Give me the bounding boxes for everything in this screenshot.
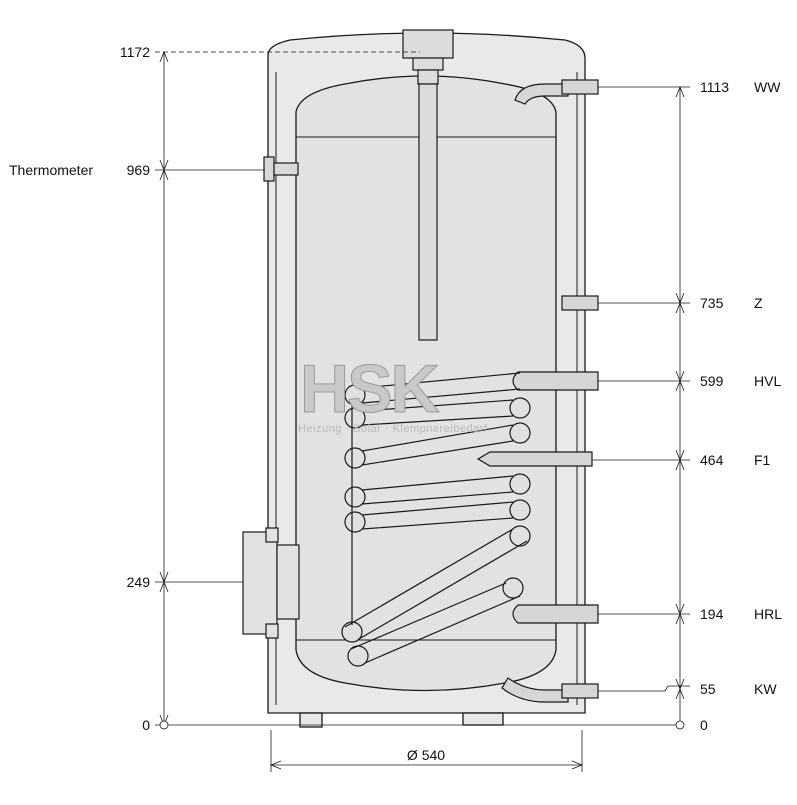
anode	[402, 29, 454, 341]
thermometer-label: Thermometer	[9, 162, 93, 178]
center-foot	[462, 712, 504, 726]
connection-hrl: HRL	[754, 606, 782, 622]
right-level-194: 194	[700, 606, 724, 622]
right-level-464: 464	[700, 452, 724, 468]
right-connections	[476, 79, 599, 703]
connection-hvl: HVL	[754, 373, 781, 389]
connection-ww: WW	[754, 79, 781, 95]
diameter-label: Ø 540	[407, 747, 445, 763]
right-level-735: 735	[700, 295, 724, 311]
right-level-55: 55	[700, 681, 716, 697]
left-level-969: 969	[127, 162, 151, 178]
inner-vessel	[295, 75, 557, 692]
connection-kw: KW	[754, 681, 777, 697]
hrl-pipe	[512, 604, 599, 624]
watermark-brand: HSK	[300, 351, 439, 427]
left-level-249: 249	[127, 574, 151, 590]
thermometer-sleeve	[263, 156, 299, 182]
flange-cover	[242, 527, 300, 639]
kw-pipe	[501, 677, 569, 703]
connection-z: Z	[754, 295, 763, 311]
right-level-0: 0	[700, 717, 708, 733]
left-level-0: 0	[142, 717, 150, 733]
watermark: HSK Heizung · Solar · Klempnereibedarf	[298, 351, 488, 436]
left-foot	[299, 712, 323, 728]
dimension-lines	[155, 50, 690, 772]
connection-f1: F1	[754, 452, 771, 468]
right-level-599: 599	[700, 373, 724, 389]
right-level-1113: 1113	[700, 79, 729, 95]
watermark-tagline: Heizung · Solar · Klempnereibedarf	[298, 423, 488, 435]
left-labels: 1172 Thermometer 969 249 0	[9, 44, 150, 733]
tank-body	[267, 32, 586, 728]
heating-coil	[341, 372, 531, 667]
hvl-pipe	[512, 371, 599, 391]
ww-pipe	[514, 83, 569, 105]
left-level-1172: 1172	[120, 44, 150, 60]
right-labels: 1113 WW 735 Z 599 HVL 464 F1 194 HRL 55 …	[700, 79, 782, 733]
f1-sleeve	[476, 451, 593, 467]
